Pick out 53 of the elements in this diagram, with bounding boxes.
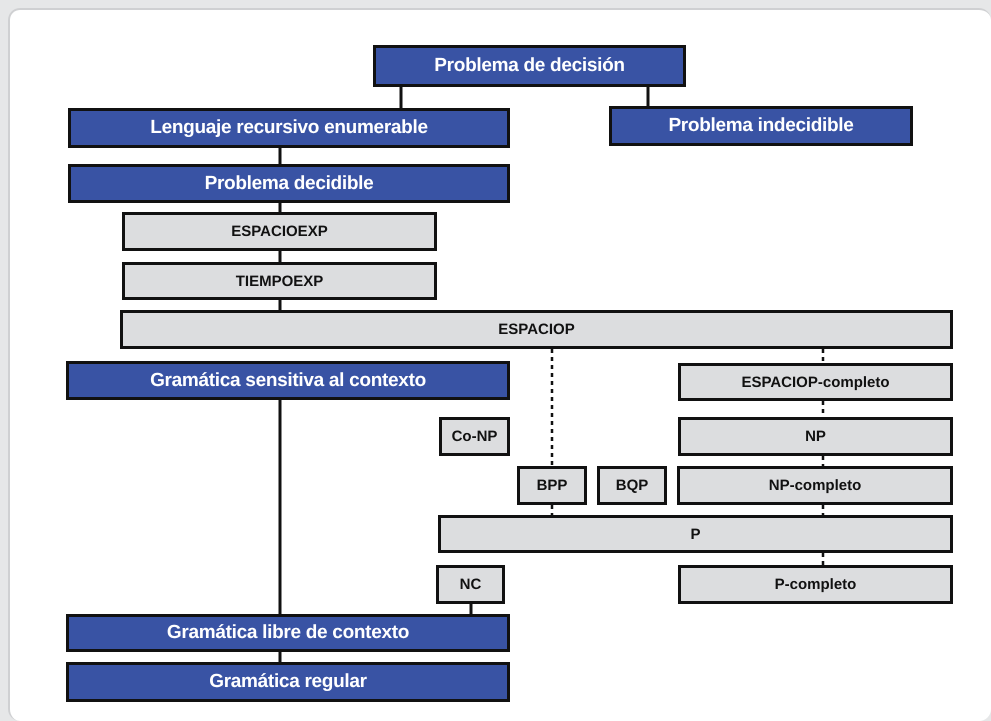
connector-line — [822, 349, 824, 363]
connector-line — [278, 652, 282, 662]
node-label: P — [690, 526, 700, 542]
class-box — [597, 466, 667, 505]
node-label: Gramática libre de contexto — [166, 622, 410, 644]
category-box — [66, 614, 510, 652]
node-label: ESPACIOP — [498, 321, 575, 338]
node-label: NC — [460, 576, 482, 593]
node-label: Problema de decisión — [434, 55, 625, 77]
class-box — [517, 466, 587, 505]
node-label: Problema decidible — [204, 172, 374, 194]
class-box — [122, 262, 437, 300]
node-label: Lenguaje recursivo enumerable — [150, 117, 428, 139]
node-label: Problema indecidible — [668, 115, 854, 137]
node-label: BPP — [536, 477, 568, 494]
connector-line — [278, 300, 282, 310]
connector-line — [278, 148, 282, 164]
class-box — [678, 417, 953, 456]
category-box — [66, 361, 510, 400]
node-label: P-completo — [774, 576, 856, 593]
class-box — [120, 310, 953, 349]
class-box — [677, 466, 953, 505]
category-box — [66, 662, 510, 702]
connector-line — [400, 87, 402, 108]
category-box — [373, 45, 686, 87]
class-box — [436, 565, 505, 604]
connector-line — [278, 400, 282, 614]
connector-line — [278, 203, 282, 212]
node-label: BQP — [616, 477, 648, 494]
class-box — [438, 515, 953, 553]
connector-line — [278, 251, 282, 262]
node-label: ESPACIOEXP — [231, 223, 328, 240]
node-label: Gramática regular — [209, 671, 367, 693]
connector-line — [646, 87, 650, 106]
category-box — [68, 108, 510, 148]
connector-line — [822, 505, 824, 515]
node-label: NP — [805, 428, 826, 445]
connector-line — [550, 349, 554, 466]
node-label: Co-NP — [452, 428, 498, 445]
category-box — [609, 106, 913, 146]
class-box — [678, 565, 953, 604]
class-box — [678, 363, 953, 401]
category-box — [68, 164, 510, 203]
connector-line — [550, 505, 554, 515]
node-label: ESPACIOP-completo — [741, 374, 890, 390]
node-label: NP-completo — [768, 477, 862, 494]
class-box — [439, 417, 510, 456]
node-label: Gramática sensitiva al contexto — [150, 370, 426, 392]
connector-line — [822, 553, 824, 565]
connector-line — [822, 456, 824, 466]
class-box — [122, 212, 437, 251]
node-label: TIEMPOEXP — [236, 272, 324, 290]
connector-line — [470, 604, 472, 614]
